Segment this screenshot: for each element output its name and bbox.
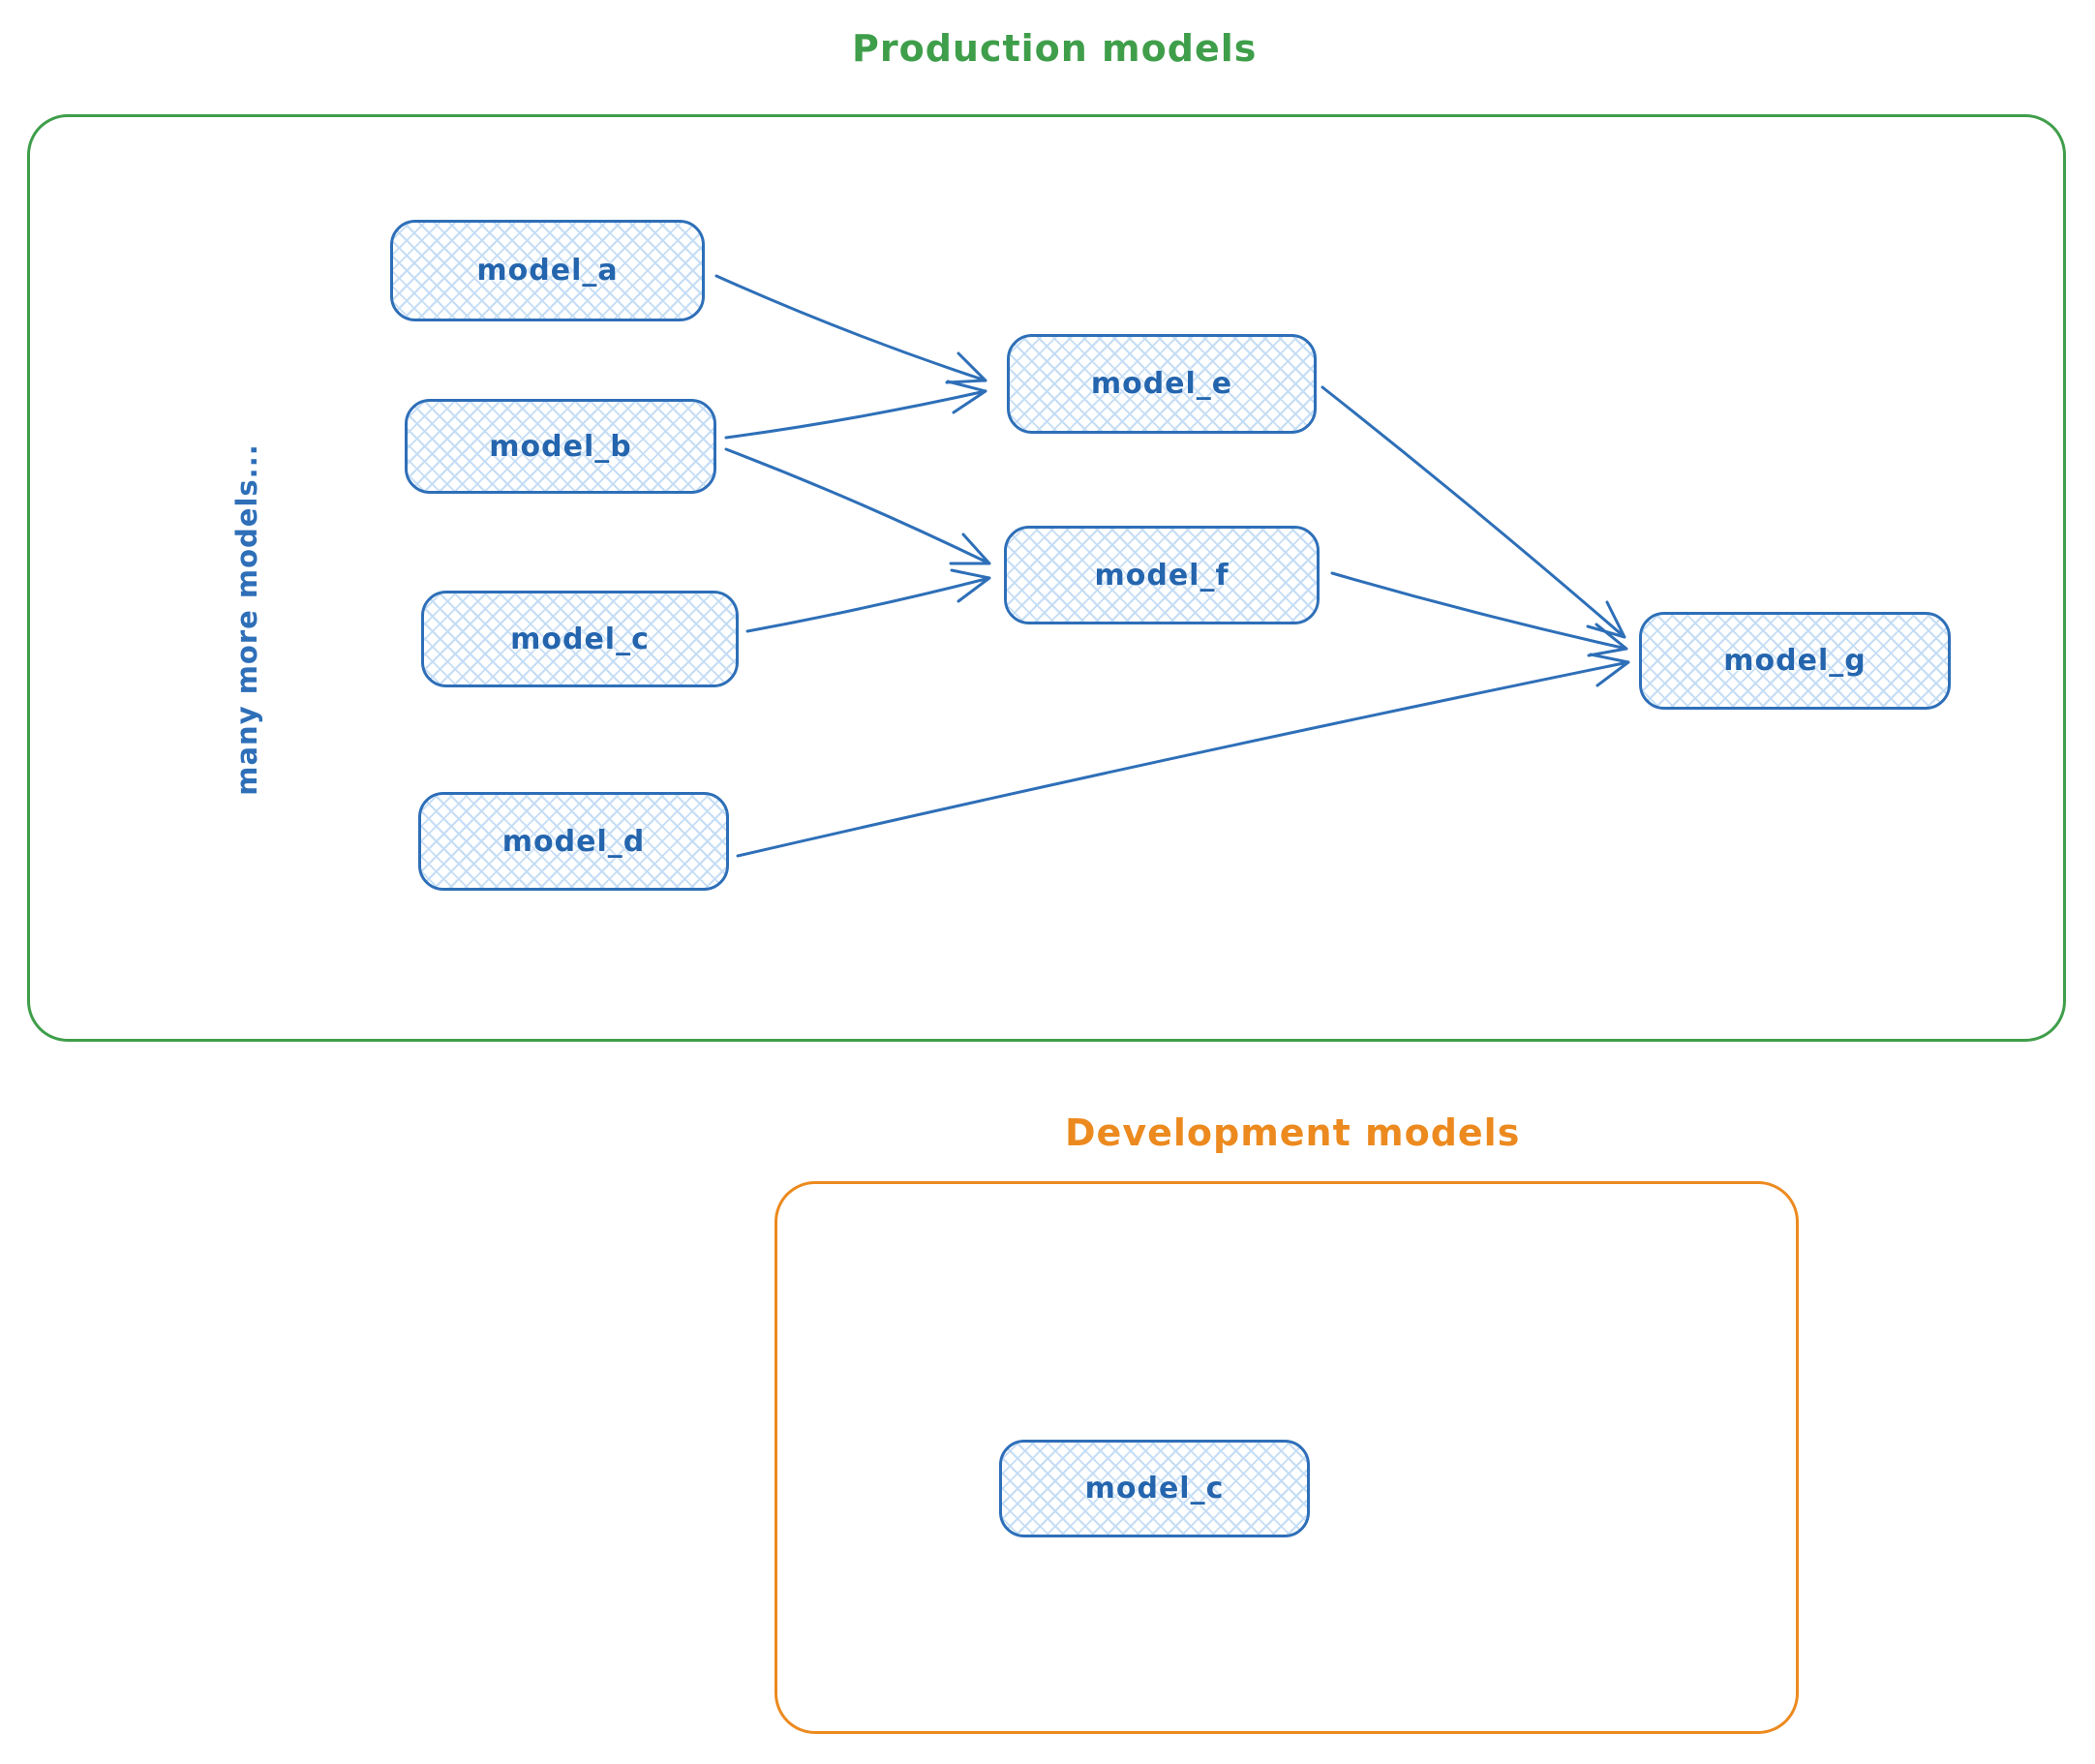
production-title: Production models: [852, 27, 1258, 70]
arrow-model_b-model_f: [724, 447, 991, 565]
arrow-model_d-model_g: [736, 653, 1630, 858]
node-model-d[interactable]: model_d: [418, 792, 729, 891]
dev-node-model-c[interactable]: model_c: [999, 1440, 1310, 1537]
node-model-e[interactable]: model_e: [1007, 334, 1317, 434]
arrow-model_c-model_f: [745, 568, 991, 633]
node-model-g[interactable]: model_g: [1639, 612, 1951, 710]
arrow-model_e-model_g: [1321, 385, 1626, 639]
development-frame: [774, 1181, 1799, 1734]
node-label: model_e: [1090, 367, 1233, 401]
node-model-f[interactable]: model_f: [1004, 526, 1320, 624]
node-label: model_c: [1084, 1472, 1225, 1505]
arrow-model_f-model_g: [1330, 571, 1628, 657]
node-model-c[interactable]: model_c: [421, 591, 739, 687]
node-label: model_c: [510, 622, 650, 656]
node-model-a[interactable]: model_a: [390, 220, 705, 321]
arrow-model_b-model_e: [724, 380, 987, 440]
node-label: model_b: [489, 429, 632, 464]
development-title: Development models: [1065, 1111, 1521, 1154]
node-model-b[interactable]: model_b: [405, 399, 716, 494]
node-label: model_d: [501, 824, 646, 859]
node-label: model_a: [476, 254, 619, 288]
arrow-model_a-model_e: [714, 274, 987, 384]
node-label: model_f: [1094, 558, 1230, 593]
node-label: model_g: [1723, 644, 1867, 678]
production-frame: [27, 114, 2066, 1042]
